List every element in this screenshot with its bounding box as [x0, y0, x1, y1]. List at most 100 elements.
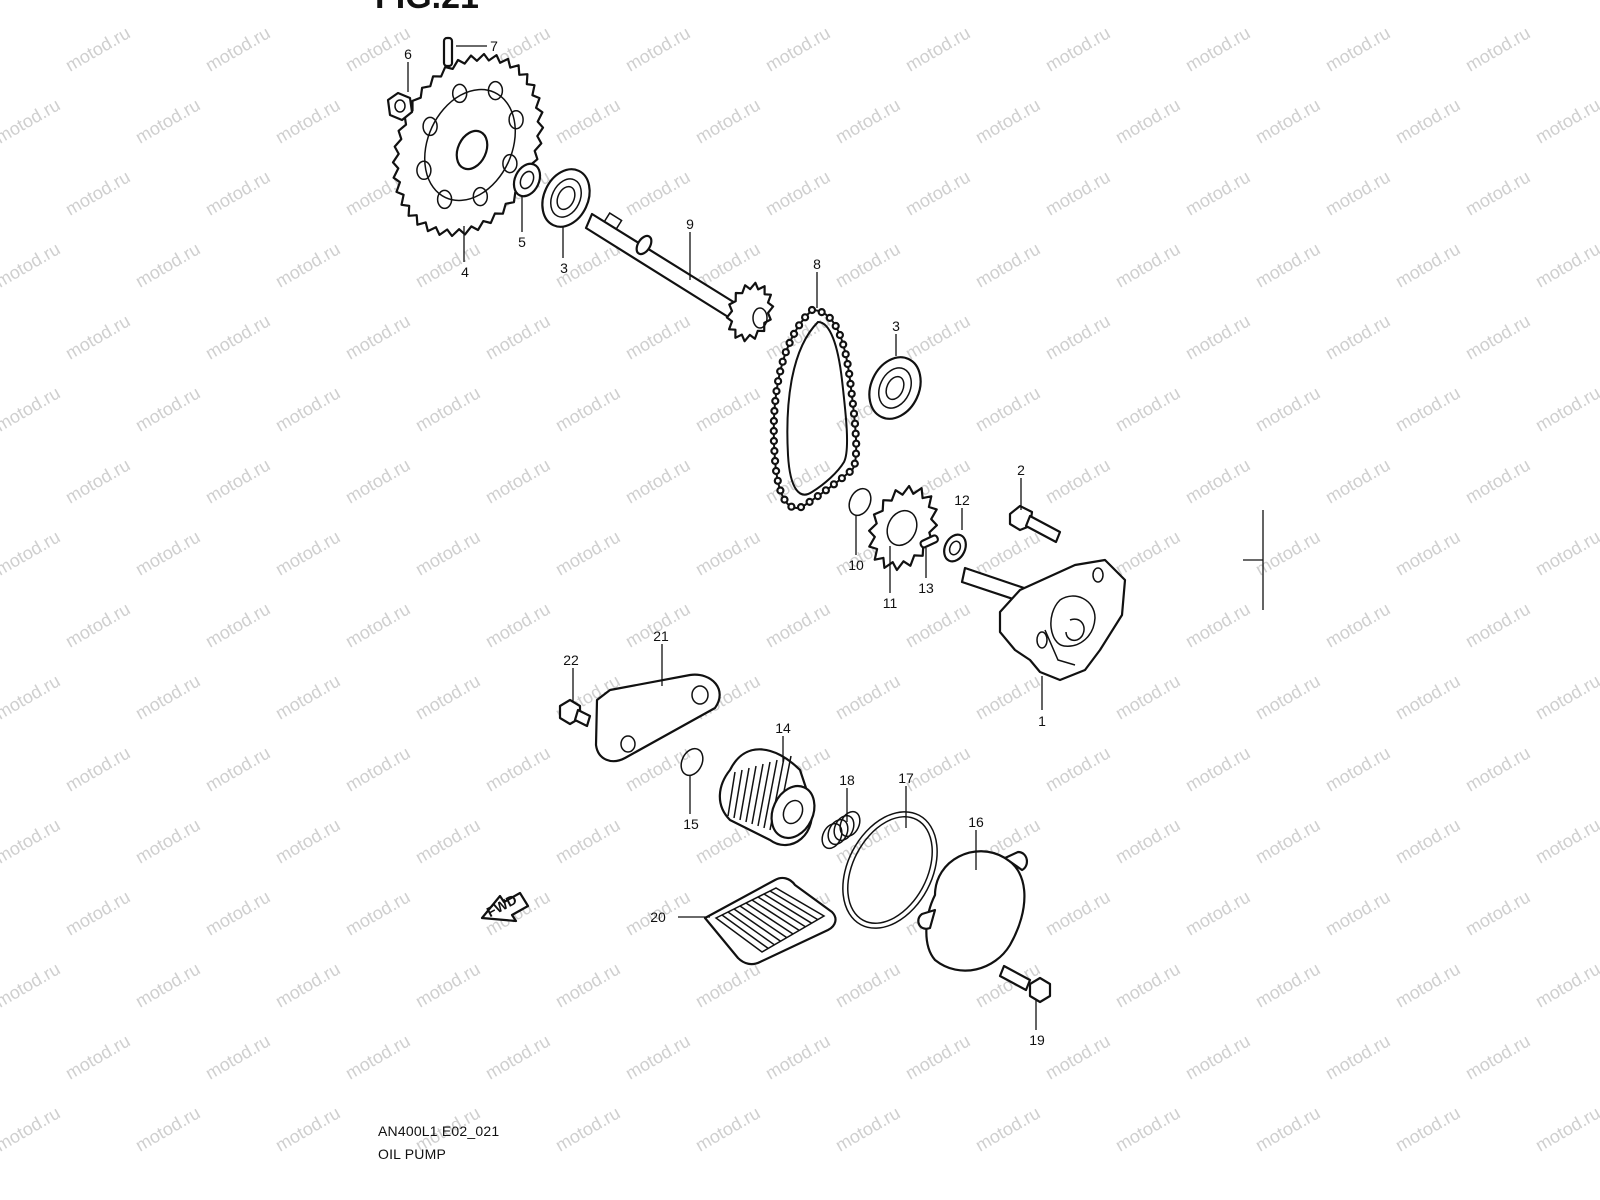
watermark-text: motod.ru: [62, 167, 134, 220]
chain-link: [778, 357, 787, 366]
filter-pleat: [763, 759, 778, 829]
watermark-text: motod.ru: [1392, 0, 1464, 3]
watermark-text: motod.ru: [272, 527, 344, 580]
callout-21: 21: [653, 628, 669, 644]
watermark-text: motod.ru: [1322, 23, 1394, 76]
watermark-text: motod.ru: [0, 1103, 64, 1156]
chain-link: [769, 426, 778, 436]
watermark-text: motod.ru: [1112, 0, 1184, 3]
watermark-text: motod.ru: [1042, 887, 1114, 940]
gear-hole: [436, 189, 453, 210]
chain-link: [776, 486, 785, 495]
watermark-text: motod.ru: [832, 1103, 904, 1156]
callout-5: 5: [518, 234, 526, 250]
part-1-oil-pump: [960, 558, 1127, 682]
filter-pleat: [745, 765, 757, 823]
watermark-text: motod.ru: [272, 383, 344, 436]
chain-link: [796, 503, 806, 512]
part-11-sprocket: [867, 484, 939, 572]
watermark-text: motod.ru: [1252, 239, 1324, 292]
watermark-text: motod.ru: [1252, 959, 1324, 1012]
watermark-text: motod.ru: [202, 167, 274, 220]
watermark-text: motod.ru: [62, 1031, 134, 1084]
watermark-text: motod.ru: [972, 527, 1044, 580]
chain-link: [776, 367, 785, 376]
watermark-text: motod.ru: [342, 1031, 414, 1084]
part-22-bolt: [558, 698, 592, 728]
watermark-text: motod.ru: [272, 1103, 344, 1156]
watermark-text: motod.ru: [622, 1031, 694, 1084]
watermark-text: motod.ru: [412, 0, 484, 3]
chain-link: [841, 350, 850, 359]
part-14-oil-filter: [718, 748, 816, 847]
watermark-text: motod.ru: [902, 167, 974, 220]
watermark-text: motod.ru: [972, 1103, 1044, 1156]
filter-pleat: [727, 771, 736, 817]
figure-title: FIG.21: [375, 0, 479, 17]
watermark-text: motod.ru: [972, 383, 1044, 436]
chain-link: [785, 338, 794, 347]
watermark-text: motod.ru: [1392, 527, 1464, 580]
watermark-text: motod.ru: [1252, 1103, 1324, 1156]
spring-coil: [839, 810, 861, 838]
chain-link: [851, 449, 861, 458]
watermark-text: motod.ru: [202, 743, 274, 796]
watermark-text: motod.ru: [1042, 1031, 1114, 1084]
watermark-text: motod.ru: [1182, 599, 1254, 652]
watermark-text: motod.ru: [552, 0, 624, 3]
watermark-text: motod.ru: [272, 239, 344, 292]
chain-link: [843, 359, 852, 369]
gear-hole: [422, 116, 438, 137]
watermark-text: motod.ru: [1462, 887, 1534, 940]
watermark-text: motod.ru: [412, 959, 484, 1012]
part-5-spacer: [512, 162, 542, 198]
gear-hole: [451, 83, 468, 104]
gear-hole: [487, 80, 504, 101]
watermark-text: motod.ru: [62, 311, 134, 364]
watermark-text: motod.ru: [832, 95, 904, 148]
watermark-text: motod.ru: [552, 527, 624, 580]
chain-link: [852, 439, 861, 448]
watermark-text: motod.ru: [692, 527, 764, 580]
watermark-text: motod.ru: [1182, 743, 1254, 796]
chain-link: [848, 399, 858, 408]
filter-pleat: [751, 763, 764, 825]
chain-link: [780, 495, 789, 504]
spring-coil: [833, 814, 855, 842]
callout-7: 7: [490, 38, 498, 54]
watermark-text: motod.ru: [202, 455, 274, 508]
fwd-arrow-icon: FWD: [480, 891, 530, 923]
watermark-text: motod.ru: [1392, 1103, 1464, 1156]
watermark-text: motod.ru: [832, 671, 904, 724]
watermark-text: motod.ru: [272, 95, 344, 148]
chain-link: [770, 446, 779, 456]
mesh-line: [757, 896, 806, 928]
mesh-line: [727, 911, 775, 946]
chain-link: [831, 321, 840, 331]
watermark-text: motod.ru: [132, 959, 204, 1012]
chain-link: [771, 396, 780, 406]
watermark-text: motod.ru: [412, 815, 484, 868]
chain-link: [770, 456, 780, 466]
watermark-text: motod.ru: [972, 239, 1044, 292]
mesh-line: [739, 905, 788, 939]
callout-22: 22: [563, 652, 579, 668]
watermark-text: motod.ru: [1182, 311, 1254, 364]
watermark-text: motod.ru: [202, 23, 274, 76]
part-21-cover-plate: [594, 673, 721, 763]
chain-link: [787, 502, 796, 511]
part-10-circlip: [848, 487, 872, 517]
watermark-text: motod.ru: [1252, 383, 1324, 436]
watermark-text: motod.ru: [622, 311, 694, 364]
part-6-nut: [386, 91, 414, 122]
mesh-line: [769, 890, 819, 921]
watermark-text: motod.ru: [412, 383, 484, 436]
watermark-text: motod.ru: [1182, 455, 1254, 508]
chain-link: [837, 474, 847, 483]
mesh-line: [733, 908, 782, 942]
watermark-text: motod.ru: [482, 311, 554, 364]
watermark-text: motod.ru: [412, 527, 484, 580]
callout-10: 10: [848, 557, 864, 573]
gear-hole: [472, 186, 489, 207]
